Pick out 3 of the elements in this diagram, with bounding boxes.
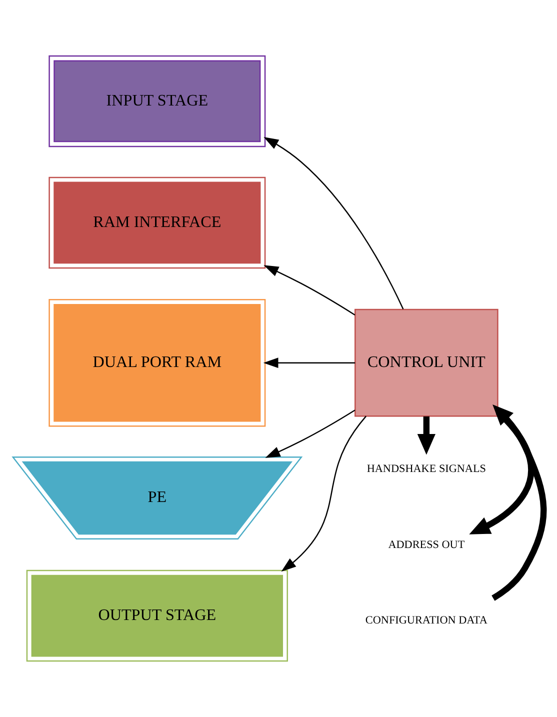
node-text: HANDSHAKE SIGNALS — [366, 463, 486, 476]
node-text: ADDRESS OUT — [388, 538, 465, 551]
node-text: CONFIGURATION DATA — [365, 614, 488, 626]
